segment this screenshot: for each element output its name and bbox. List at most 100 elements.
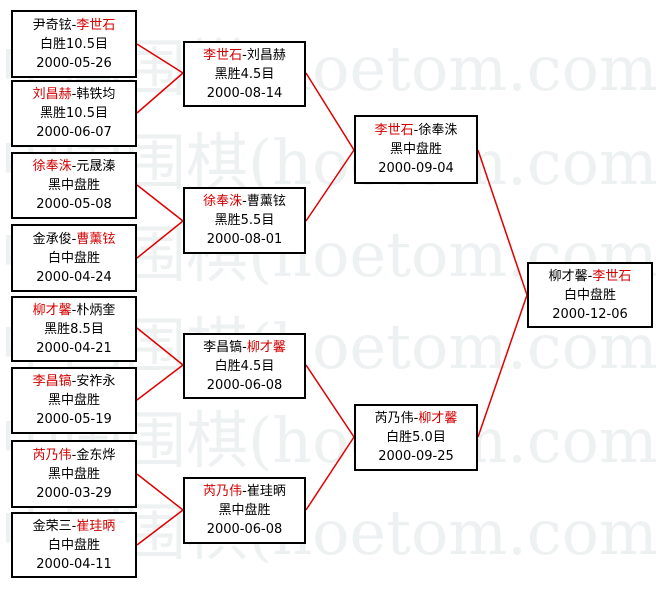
player-name: 芮乃伟 [32,447,72,463]
match-players: 李世石-徐奉洙 [356,121,476,140]
match-result: 白胜5.0目 [386,430,446,445]
match-result: 黑中盘胜 [47,178,100,193]
vs-separator: - [71,87,77,102]
player-name: 崔珪昞 [76,518,116,534]
match-players: 李昌镐-柳才馨 [185,338,304,357]
player-name: 李世石 [203,47,243,63]
player-name: 曹薰铉 [76,231,116,247]
player-name: 柳才馨 [32,302,72,318]
match-date: 2000-08-14 [206,85,283,101]
match-players: 芮乃伟-金东烨 [13,446,135,465]
match-players: 徐奉洙-元晟溱 [13,157,135,176]
player-name: 柳才馨 [418,411,458,426]
connector-r1m2 [136,72,184,114]
vs-separator: - [242,47,247,63]
match-date: 2000-05-26 [36,55,112,71]
match-date: 2000-06-08 [206,522,283,537]
match-players: 柳才馨-李世石 [529,267,651,286]
vs-separator: - [242,339,247,355]
match-box: 李世石-徐奉洙黑中盘胜 2000-09-04 [354,115,478,184]
player-name: 李昌镐 [32,374,72,389]
connector-r1m7 [136,473,184,511]
match-result: 白胜10.5目 [40,36,108,52]
connector-r3m1 [477,149,528,296]
player-name: 徐奉洙 [418,123,458,138]
connector-r2m1 [305,72,355,151]
vs-separator: - [71,374,77,389]
player-name: 李昌镐 [203,339,243,355]
match-result: 黑中盘胜 [47,466,100,482]
connector-r2m2 [305,149,355,222]
match-players: 芮乃伟-崔珪昞 [185,482,304,501]
match-result: 黑中盘胜 [47,393,100,408]
connector-r1m6 [136,364,184,401]
match-result: 黑中盘胜 [218,503,271,518]
player-name: 朴炳奎 [76,302,116,318]
connector-r1m8 [136,509,184,546]
match-box: 李昌镐-柳才馨白胜4.5目 2000-06-08 [183,333,306,399]
match-result: 黑胜5.5目 [214,213,275,228]
player-name: 刘昌赫 [246,47,286,63]
connector-r1m1 [136,43,184,74]
match-result: 黑胜10.5目 [40,106,108,121]
player-name: 芮乃伟 [203,484,243,499]
connector-r2m3 [305,364,355,438]
player-name: 李世石 [76,17,116,33]
match-date: 2000-06-07 [36,125,112,140]
match-players: 李世石-刘昌赫 [185,46,304,65]
match-date: 2000-04-24 [36,269,112,285]
match-players: 李昌镐-安祚永 [13,372,135,391]
vs-separator: - [413,123,419,138]
match-box: 徐奉洙-曹薰铉黑胜5.5目 2000-08-01 [183,187,306,254]
player-name: 柳才馨 [548,268,588,284]
match-players: 尹奇铉-李世石 [13,16,135,35]
match-result: 白胜4.5目 [214,358,275,374]
vs-separator: - [71,518,77,534]
match-players: 柳才馨-朴炳奎 [13,301,135,320]
vs-separator: - [242,194,247,209]
connector-r1m3 [136,184,184,222]
match-date: 2000-04-11 [36,556,112,572]
match-date: 2000-08-01 [206,232,283,247]
player-name: 金荣三 [32,518,72,534]
player-name: 韩铁均 [76,87,116,102]
match-date: 2000-12-06 [552,306,628,322]
connector-r1m5 [136,327,184,366]
vs-separator: - [71,447,77,463]
vs-separator: - [587,268,593,284]
match-date: 2000-09-04 [378,161,454,176]
match-box: 芮乃伟-崔珪昞黑中盘胜 2000-06-08 [183,477,306,544]
match-players: 徐奉洙-曹薰铉 [185,192,304,211]
player-name: 芮乃伟 [374,411,414,426]
player-name: 刘昌赫 [32,87,72,102]
player-name: 安祚永 [76,374,116,389]
match-result: 黑中盘胜 [389,142,442,157]
player-name: 徐奉洙 [203,194,243,209]
vs-separator: - [71,17,77,33]
match-date: 2000-06-08 [206,377,283,393]
match-date: 2000-03-29 [36,485,112,501]
match-players: 金荣三-崔珪昞 [13,517,135,536]
match-date: 2000-04-21 [36,340,112,356]
player-name: 李世石 [592,268,632,284]
vs-separator: - [71,302,77,318]
match-result: 黑胜4.5目 [214,66,275,82]
player-name: 金东烨 [76,447,116,463]
vs-separator: - [71,159,77,174]
player-name: 尹奇铉 [32,17,72,33]
vs-separator: - [413,411,419,426]
match-box: 刘昌赫-韩铁均黑胜10.5目 2000-06-07 [11,80,137,147]
player-name: 金承俊 [32,231,72,247]
connector-r2m4 [305,436,355,511]
